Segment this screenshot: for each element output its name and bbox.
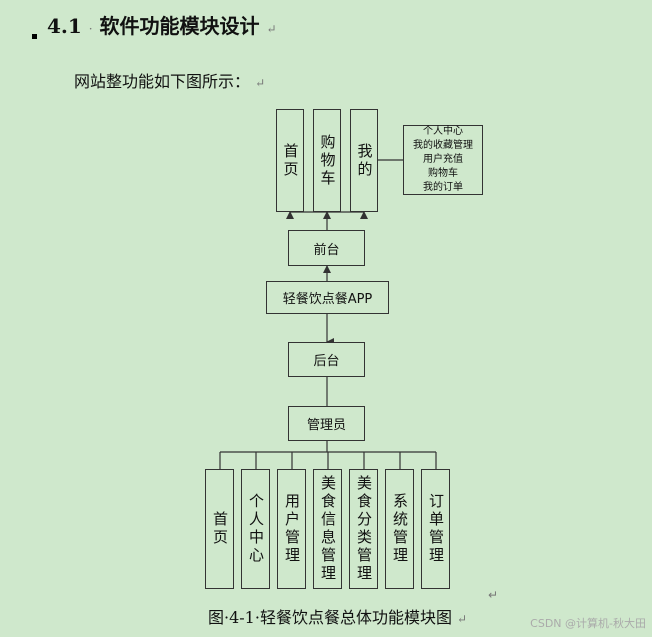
paragraph-mark-icon: ↵ bbox=[255, 76, 266, 90]
menu-item: 我的收藏管理 bbox=[413, 140, 473, 151]
section-title: 软件功能模块设计 bbox=[99, 14, 260, 38]
paragraph-mark-icon: ↵ bbox=[488, 588, 499, 602]
node-home: 首页 bbox=[276, 109, 304, 212]
module-orders: 订单管理 bbox=[421, 469, 450, 589]
menu-item: 用户充值 bbox=[423, 154, 463, 165]
caption-label: 图·4-1·轻餐饮点餐总体功能模块图 bbox=[208, 608, 452, 627]
menu-item: 购物车 bbox=[428, 168, 458, 179]
intro-label: 网站整功能如下图所示： bbox=[74, 72, 251, 91]
node-mine: 我的 bbox=[350, 109, 378, 212]
node-backend: 后台 bbox=[288, 342, 365, 377]
node-frontend: 前台 bbox=[288, 230, 365, 266]
menu-item: 我的订单 bbox=[423, 182, 463, 193]
node-app: 轻餐饮点餐APP bbox=[266, 281, 389, 314]
module-food-info: 美食信息管理 bbox=[313, 469, 342, 589]
menu-item: 个人中心 bbox=[423, 126, 463, 137]
paragraph-mark-icon: ↵ bbox=[457, 612, 468, 626]
watermark: CSDN @计算机-秋大田 bbox=[530, 617, 646, 630]
bullet-mark bbox=[32, 34, 37, 39]
paragraph-mark-icon: ↵ bbox=[266, 22, 277, 36]
node-admin: 管理员 bbox=[288, 406, 365, 441]
module-food-category: 美食分类管理 bbox=[349, 469, 378, 589]
module-profile: 个人中心 bbox=[241, 469, 270, 589]
module-users: 用户管理 bbox=[277, 469, 306, 589]
module-system: 系统管理 bbox=[385, 469, 414, 589]
section-number: 4.1 bbox=[46, 14, 82, 38]
intro-text: 网站整功能如下图所示： ↵ bbox=[74, 68, 265, 92]
mine-menu-note: 个人中心 我的收藏管理 用户充值 购物车 我的订单 bbox=[403, 125, 483, 195]
module-home: 首页 bbox=[205, 469, 234, 589]
node-cart: 购物车 bbox=[313, 109, 341, 212]
section-heading: 4.1 · 软件功能模块设计 ↵ bbox=[32, 10, 277, 39]
figure-caption: 图·4-1·轻餐饮点餐总体功能模块图 ↵ bbox=[208, 604, 467, 628]
